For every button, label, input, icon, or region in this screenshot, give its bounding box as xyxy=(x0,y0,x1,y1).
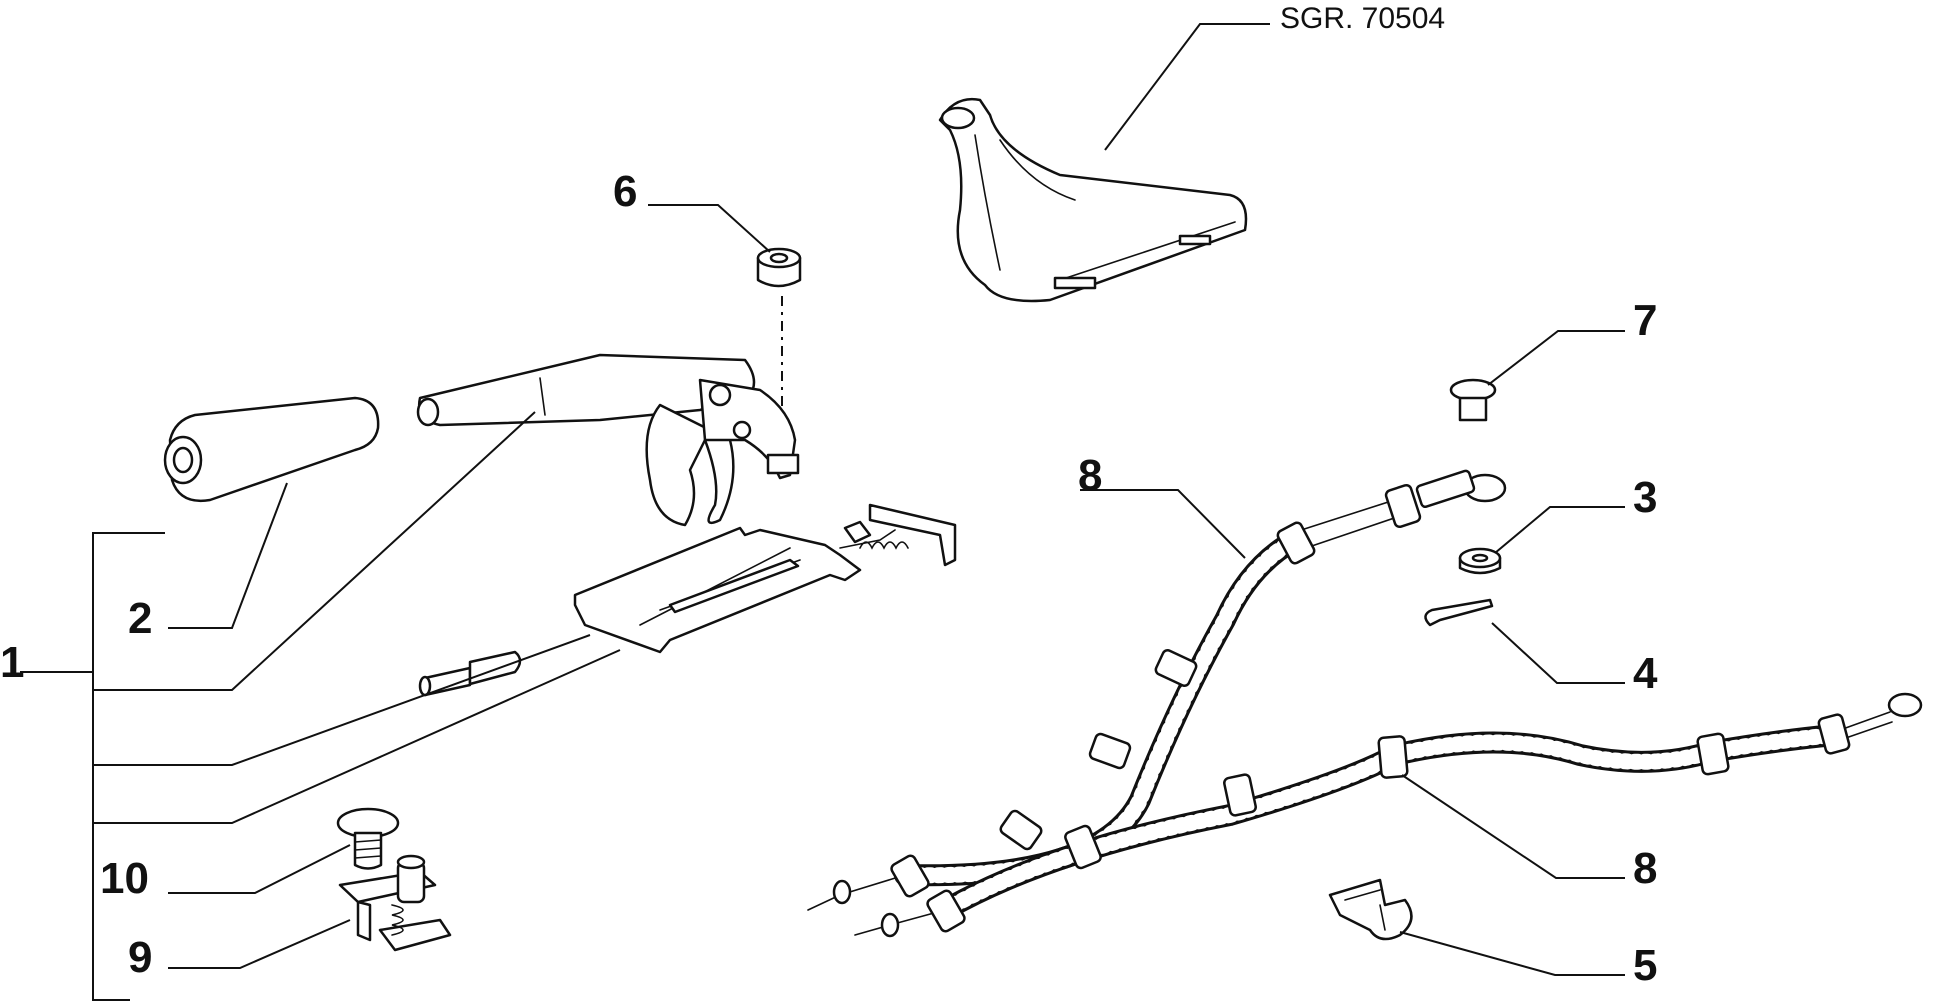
leader-10 xyxy=(168,844,351,894)
callouts: 1 2 10 9 6 7 3 4 8 8 5 xyxy=(0,167,1658,1001)
part-9-bracket xyxy=(338,854,452,952)
callout-8-upper: 8 xyxy=(1078,451,1102,500)
leader-drawing-code xyxy=(1104,23,1270,151)
callout-7: 7 xyxy=(1633,296,1657,345)
ratchet-plate xyxy=(573,503,957,654)
cable-upper xyxy=(807,469,1507,911)
handbrake-lever xyxy=(416,353,800,527)
callout-2: 2 xyxy=(128,594,152,643)
leader-1-pin xyxy=(93,634,591,766)
pin xyxy=(418,650,522,697)
leader-1-plate xyxy=(93,649,621,824)
callout-3: 3 xyxy=(1633,473,1657,522)
callout-4: 4 xyxy=(1633,649,1658,698)
part-2-grip xyxy=(163,396,380,503)
lever-boot xyxy=(938,97,1248,303)
callout-5: 5 xyxy=(1633,941,1657,990)
part-5-clip xyxy=(1328,878,1413,941)
leader-3 xyxy=(1494,506,1625,554)
leader-8-lower xyxy=(1401,774,1625,879)
leader-7 xyxy=(1487,330,1625,386)
part-10-screw xyxy=(336,807,400,870)
callout-1: 1 xyxy=(0,638,24,687)
leader-4 xyxy=(1491,622,1625,684)
leader-1-lever xyxy=(93,411,536,691)
part-4-split-pin xyxy=(1424,598,1494,627)
part-7-bolt xyxy=(1449,378,1497,422)
leader-9 xyxy=(168,919,351,969)
leader-5 xyxy=(1399,931,1625,976)
callout-10: 10 xyxy=(100,854,149,903)
part-6-nut xyxy=(756,247,802,288)
leader-2 xyxy=(168,482,288,629)
callout-8-lower: 8 xyxy=(1633,844,1657,893)
drawing-code: SGR. 70504 xyxy=(1280,2,1445,35)
leader-6 xyxy=(648,204,771,253)
part-3-washer xyxy=(1458,547,1502,575)
callout-9: 9 xyxy=(128,933,152,982)
leader-8-upper xyxy=(1080,489,1246,559)
cable-lower xyxy=(854,692,1923,938)
leader-1-bracket xyxy=(92,532,165,1001)
callout-6: 6 xyxy=(613,167,637,216)
